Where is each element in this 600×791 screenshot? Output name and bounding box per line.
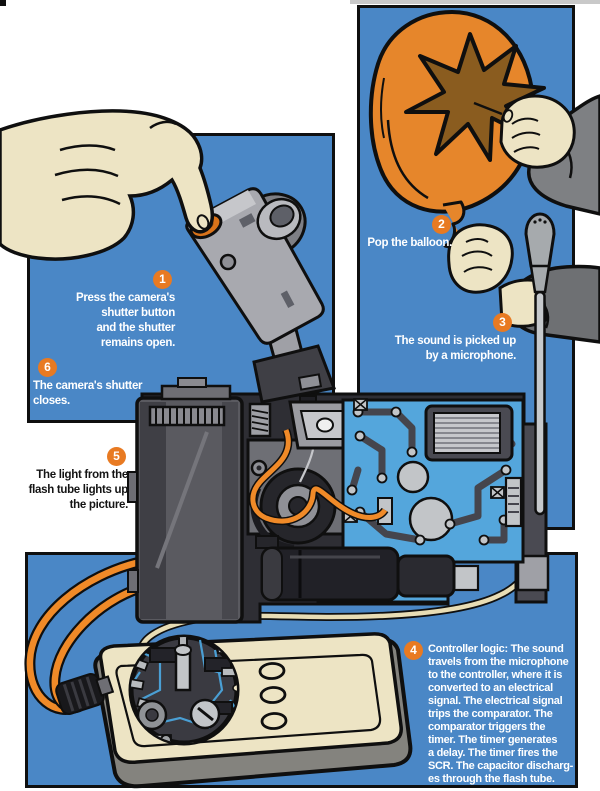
step-3-badge: 3 <box>493 313 512 332</box>
step-1-badge: 1 <box>153 270 172 289</box>
pressing-hand <box>0 109 215 261</box>
microphone-scene <box>447 212 600 516</box>
mic-hand <box>447 223 514 294</box>
mic-head <box>524 212 556 274</box>
step-4-badge: 4 <box>404 641 423 660</box>
microphone <box>524 212 556 516</box>
camera-internals <box>127 377 550 624</box>
fingernail <box>196 214 210 230</box>
mic-stand <box>534 290 546 516</box>
step-1-label: Press the camera's shutter button and th… <box>76 292 175 349</box>
panel-controller <box>0 0 6 6</box>
battery <box>260 546 456 602</box>
page-edge-strip <box>350 0 600 4</box>
step-2-label: Pop the balloon. <box>367 237 452 249</box>
controller <box>55 632 413 789</box>
wire-connector <box>55 673 115 715</box>
controller-buttons <box>258 662 288 730</box>
step-2-badge: 2 <box>432 215 451 234</box>
balloon-scene <box>368 9 600 249</box>
step-6-label: The camera's shutter closes. <box>33 380 143 407</box>
flash-tube <box>424 404 514 462</box>
step-4-label: Controller logic: The sound travels from… <box>428 643 574 785</box>
step-5-badge: 5 <box>107 447 126 466</box>
film-canister <box>127 377 244 624</box>
step-5-label: The light from the flash tube lights up … <box>28 469 129 511</box>
pin <box>473 101 503 116</box>
burst-star <box>404 32 546 162</box>
step-6-badge: 6 <box>38 358 57 377</box>
step-3-label: The sound is picked up by a microphone. <box>394 335 517 362</box>
magnifier-circle <box>128 634 240 746</box>
compact-camera <box>185 187 337 404</box>
internal-orange-wire <box>248 428 393 526</box>
pin-hand <box>499 94 576 169</box>
